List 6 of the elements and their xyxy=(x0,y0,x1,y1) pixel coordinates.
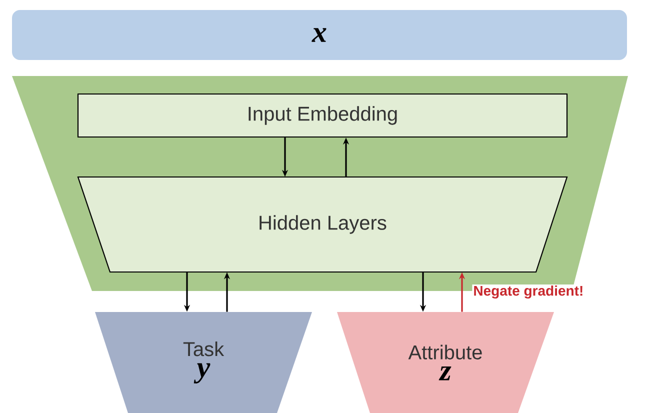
edge-label: Negate gradient! xyxy=(472,284,585,300)
input-bar: x xyxy=(12,10,627,60)
embedding-box: Input Embedding xyxy=(77,93,568,138)
hidden-layers-trapezoid: Hidden Layers xyxy=(77,176,568,273)
attribute-head-trapezoid: Attribute z xyxy=(337,312,554,413)
task-head-trapezoid: Task y xyxy=(95,312,312,413)
